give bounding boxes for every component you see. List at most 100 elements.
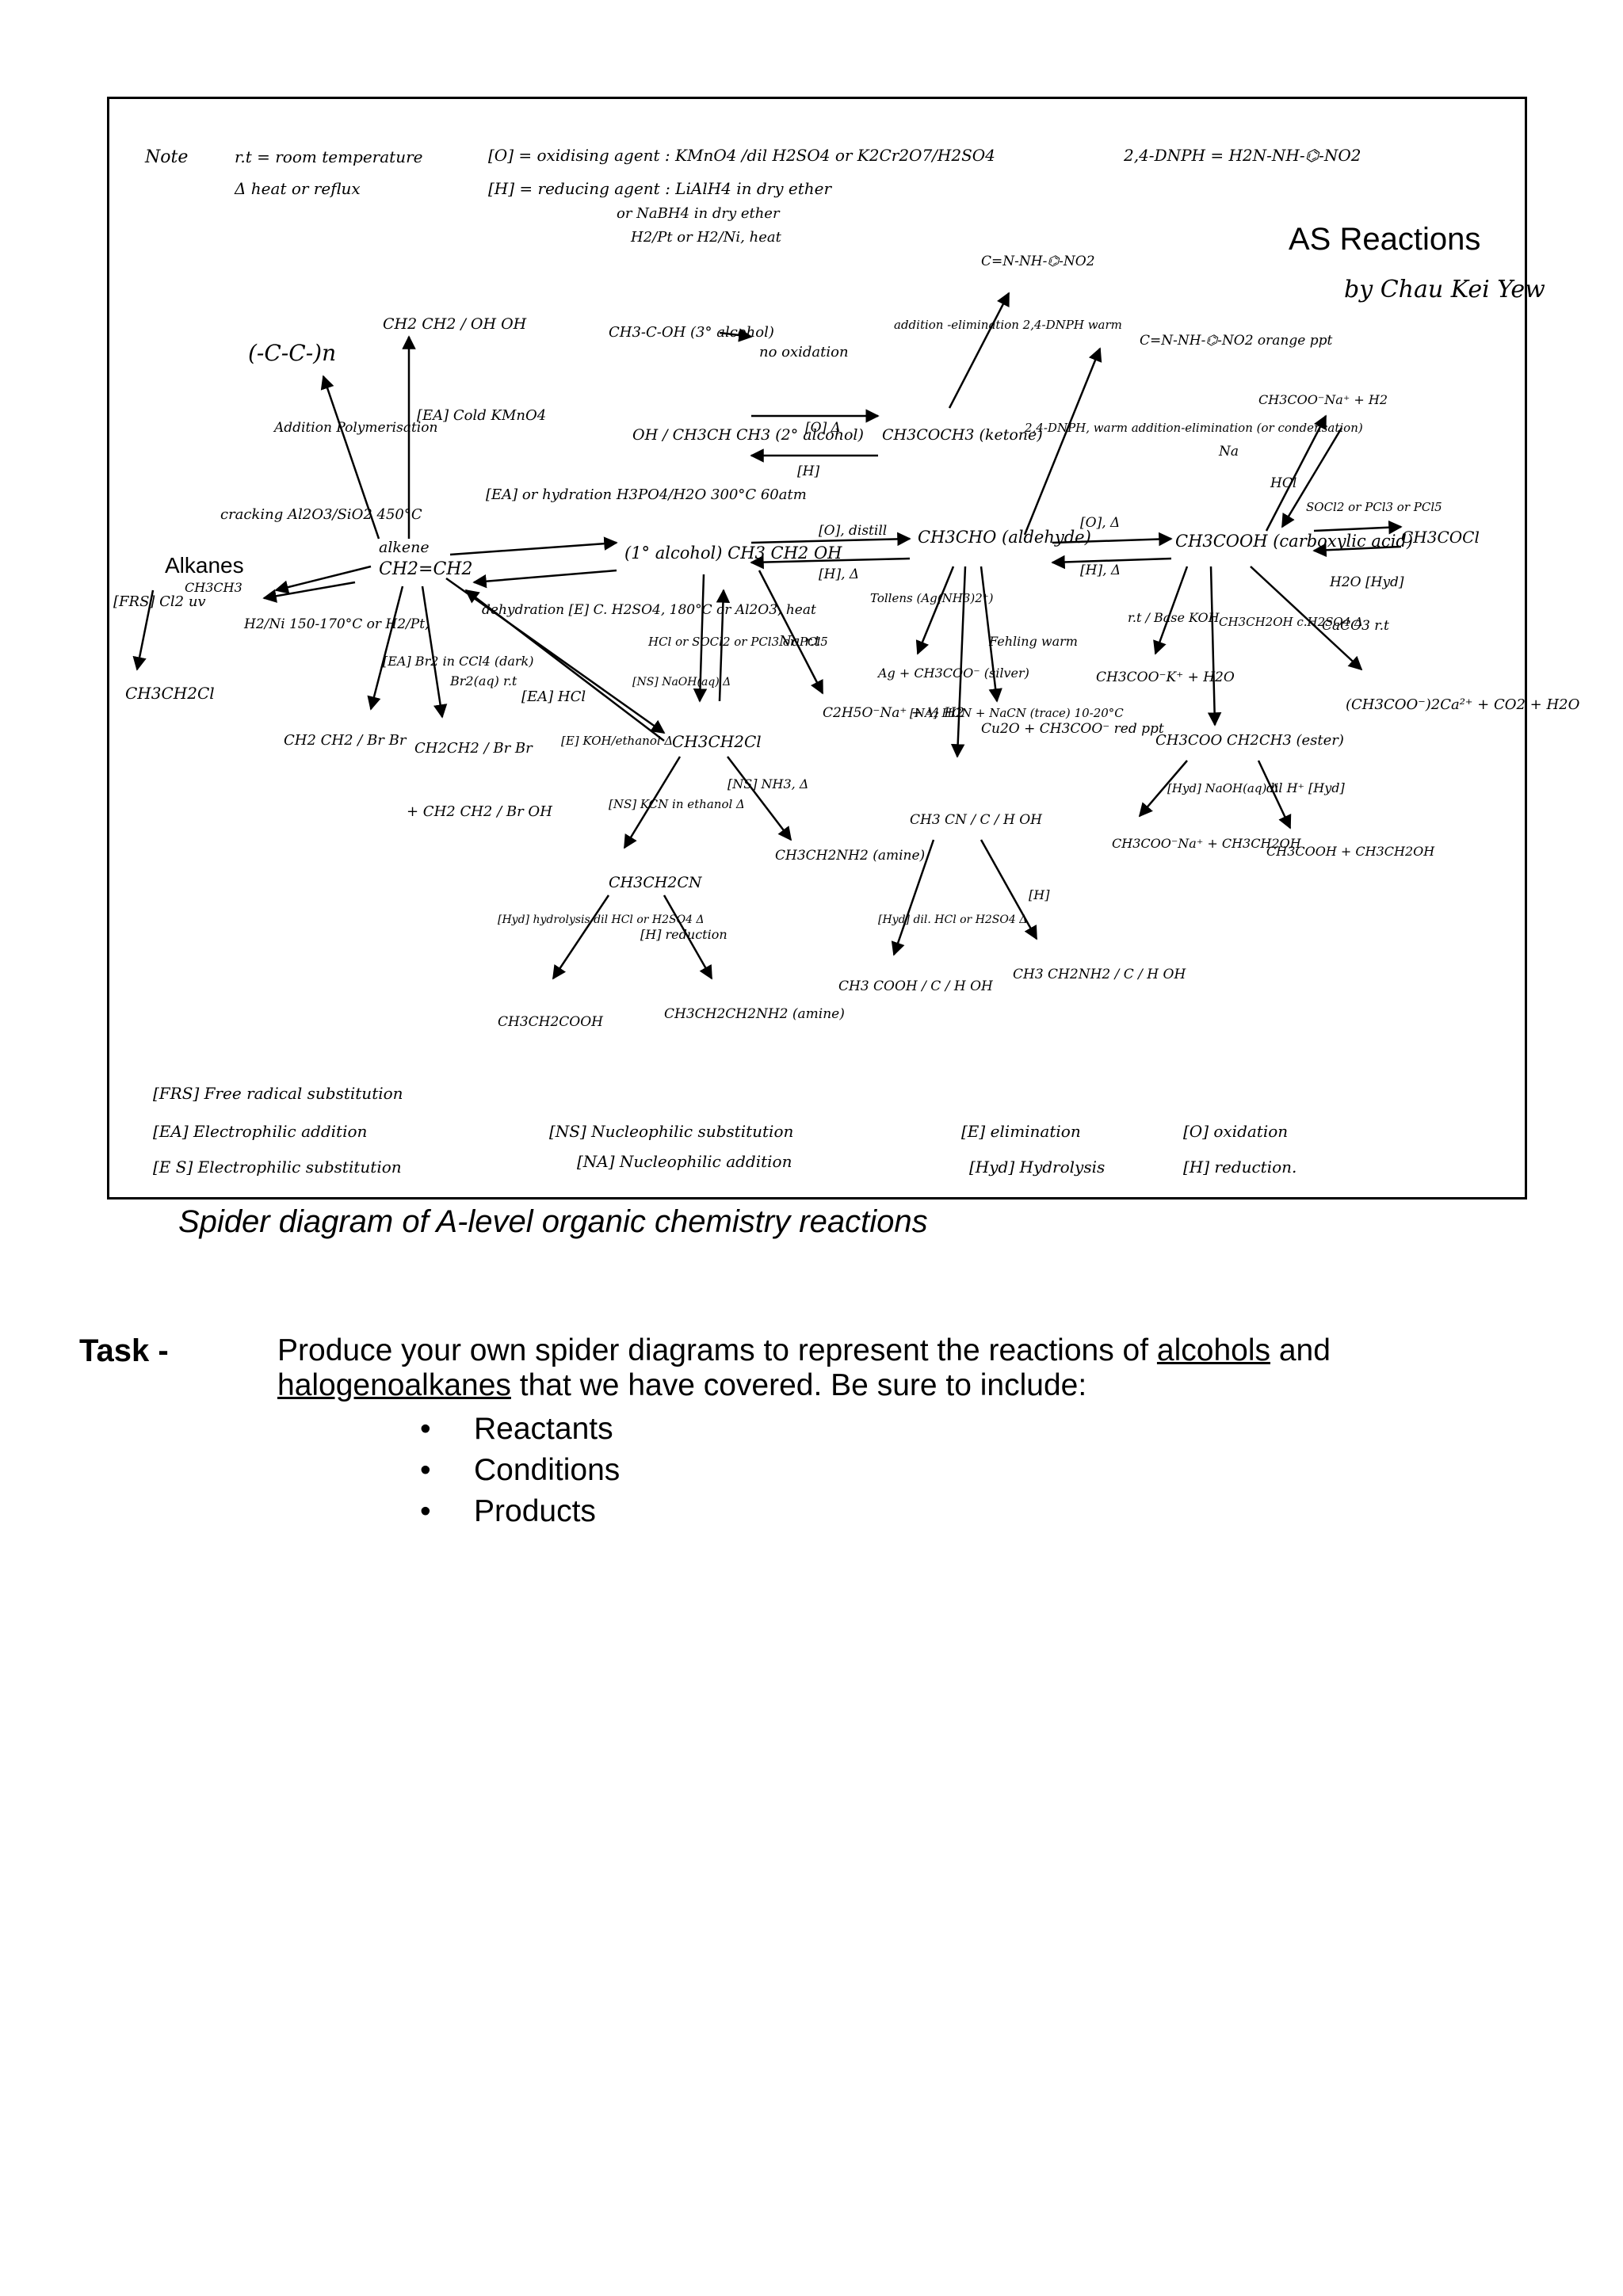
key-frs: [FRS] Free radical substitution bbox=[153, 1084, 403, 1103]
key-e: [E] elimination bbox=[961, 1122, 1081, 1141]
cond-frs-cl2: [FRS] Cl2 uv bbox=[113, 593, 206, 610]
task-alcohols: alcohols bbox=[1156, 1333, 1271, 1367]
node-alkene: alkene bbox=[379, 539, 430, 556]
node-dnph-product-2: C=N-NH-⌬-NO2 orange ppt bbox=[1140, 333, 1332, 349]
key-es: [E S] Electrophilic substitution bbox=[153, 1158, 402, 1177]
reaction-arrows bbox=[132, 292, 1403, 980]
cond-na-rt: Na r.t bbox=[778, 633, 821, 650]
task-label: Task - bbox=[79, 1333, 169, 1368]
task-text-before: Produce your own spider diagrams to repr… bbox=[277, 1333, 1157, 1367]
cond-hcl-back: HCl bbox=[1270, 475, 1296, 491]
node-ethane: CH3CH3 bbox=[185, 580, 242, 595]
node-bromohydrin: + CH2 CH2 / Br OH bbox=[407, 803, 552, 820]
cond-ox-sec: [O] Δ bbox=[805, 420, 841, 436]
diagram-author: by Chau Kei Yew bbox=[1344, 276, 1545, 303]
key-h: [H] reduction. bbox=[1183, 1158, 1296, 1177]
node-amine-2: CH3CH2CH2NH2 (amine) bbox=[664, 1006, 845, 1022]
cond-fehlings: Fehling warm bbox=[988, 634, 1078, 649]
node-tert-alcohol: CH3-C-OH (3° alcohol) bbox=[609, 324, 774, 341]
cond-ester-acid: dil H⁺ [Hyd] bbox=[1266, 780, 1346, 795]
node-alkanes: Alkanes bbox=[165, 553, 244, 578]
node-potassium-salt: CH3COO⁻K⁺ + H2O bbox=[1096, 669, 1235, 685]
diagram-title: AS Reactions bbox=[1289, 222, 1480, 257]
cond-br2: [EA] Br2 in CCl4 (dark) bbox=[383, 654, 533, 669]
cond-hcl-socl2: HCl or SOCl2 or PCl3 or PCl5 bbox=[647, 635, 828, 649]
key-ns: [NS] Nucleophilic substitution bbox=[549, 1122, 793, 1141]
diagram-canvas: Note r.t = room temperature Δ heat or re… bbox=[113, 146, 1580, 1177]
node-ester-hydrolysis-2: CH3COOH + CH3CH2OH bbox=[1266, 844, 1435, 859]
cond-hyd-water: H2O [Hyd] bbox=[1329, 574, 1404, 590]
cond-koh-ethanol: [E] KOH/ethanol Δ bbox=[561, 734, 673, 748]
cond-addition-polymerisation: Addition Polymerisation bbox=[273, 420, 437, 436]
cond-hcl-add: [EA] HCl bbox=[521, 688, 586, 705]
bullet-reactants: Reactants bbox=[420, 1409, 620, 1450]
note-label: Note bbox=[144, 147, 188, 167]
task-text-and: and bbox=[1270, 1333, 1331, 1367]
cond-hn-reduction: [H] bbox=[1029, 887, 1050, 902]
cond-add-elim-2: 2,4-DNPH, warm addition-elimination (or … bbox=[1024, 421, 1363, 435]
task-bullet-list: Reactants Conditions Products bbox=[420, 1409, 620, 1532]
cond-hydration: [EA] or hydration H3PO4/H2O 300°C 60atm bbox=[486, 486, 807, 503]
cond-na-acid: Na bbox=[1218, 444, 1239, 460]
cond-esterification: CH3CH2OH c.H2SO4 Δ bbox=[1219, 615, 1363, 629]
task-text-after: that we have covered. Be sure to include… bbox=[510, 1368, 1087, 1402]
cond-cracking: cracking Al2O3/SiO2 450°C bbox=[220, 506, 422, 523]
cond-kcn: [NS] KCN in ethanol Δ bbox=[609, 797, 745, 811]
cond-tollens: Tollens (Ag(NH3)2⁺) bbox=[870, 591, 994, 605]
spider-diagram: Note r.t = room temperature Δ heat or re… bbox=[107, 97, 1580, 1199]
node-hydroxynitrile: CH3 CN / C / H OH bbox=[910, 812, 1043, 828]
cond-ox-distil: [O], distill bbox=[819, 523, 887, 539]
key-o: [O] oxidation bbox=[1183, 1122, 1288, 1141]
node-chloroethane-top: CH3CH2Cl bbox=[125, 684, 215, 703]
node-ester: CH3COO CH2CH3 (ester) bbox=[1155, 732, 1344, 749]
cond-dehydration: dehydration [E] C. H2SO4, 180°C or Al2O3… bbox=[482, 602, 816, 618]
note-oxidising: [O] = oxidising agent : KMnO4 /dil H2SO4… bbox=[488, 146, 995, 165]
cond-add-elim-1: addition -elimination 2,4-DNPH warm bbox=[894, 318, 1122, 332]
key-ea: [EA] Electrophilic addition bbox=[153, 1122, 367, 1141]
node-propanoic: CH3CH2COOH bbox=[498, 1014, 604, 1030]
node-dibromo-2: CH2CH2 / Br Br bbox=[414, 740, 533, 757]
note-heat: Δ heat or reflux bbox=[234, 179, 361, 198]
node-diol: CH2 CH2 / OH OH bbox=[383, 315, 527, 333]
node-copper: Cu2O + CH3COO⁻ red ppt bbox=[981, 721, 1164, 737]
node-amine-1: CH3CH2NH2 (amine) bbox=[775, 848, 925, 864]
cond-socl2: SOCl2 or PCl3 or PCl5 bbox=[1306, 500, 1442, 514]
node-nitrile: CH3CH2CN bbox=[609, 874, 703, 891]
bullet-conditions: Conditions bbox=[420, 1450, 620, 1491]
task-halogenoalkanes: halogenoalkanes bbox=[277, 1368, 511, 1402]
node-ethoxide: C2H5O⁻Na⁺ + ½ H2 bbox=[823, 705, 964, 721]
cond-hn-hydrolysis: [Hyd] dil. HCl or H2SO4 Δ bbox=[878, 913, 1027, 926]
cond-ester-naoh: [Hyd] NaOH(aq) Δ bbox=[1167, 781, 1279, 795]
node-calcium-salt: (CH3COO⁻)2Ca²⁺ + CO2 + H2O bbox=[1346, 696, 1580, 713]
node-sodium-salt: CH3COO⁻Na⁺ + H2 bbox=[1258, 392, 1388, 407]
node-amino-alcohol: CH3 CH2NH2 / C / H OH bbox=[1013, 967, 1186, 982]
note-reducing-3: H2/Pt or H2/Ni, heat bbox=[630, 229, 782, 246]
node-prim-alcohol: (1° alcohol) CH3 CH2 OH bbox=[624, 543, 842, 563]
bullet-products: Products bbox=[420, 1491, 620, 1532]
node-dnph-product-1: C=N-NH-⌬-NO2 bbox=[981, 254, 1095, 269]
task-instructions: Produce your own spider diagrams to repr… bbox=[277, 1333, 1514, 1403]
cond-nh3: [NS] NH3, Δ bbox=[727, 776, 808, 791]
cond-br2aq: Br2(aq) r.t bbox=[449, 673, 517, 688]
node-no-oxidation: no oxidation bbox=[759, 344, 849, 360]
cond-ea-kmno4: [EA] Cold KMnO4 bbox=[417, 407, 546, 424]
diagram-caption: Spider diagram of A-level organic chemis… bbox=[178, 1204, 928, 1239]
node-sec-alcohol: OH / CH3CH CH3 (2° alcohol) bbox=[632, 426, 864, 444]
node-ester-hydrolysis-1: CH3COO⁻Na⁺ + CH3CH2OH bbox=[1112, 836, 1302, 851]
key-na: [NA] Nucleophilic addition bbox=[577, 1152, 792, 1171]
cond-red-acid: [H], Δ bbox=[1080, 563, 1121, 578]
key-hyd: [Hyd] Hydrolysis bbox=[969, 1158, 1105, 1177]
node-acyl-chloride: CH3COCl bbox=[1401, 528, 1480, 547]
node-polymer: (-C-C-)n bbox=[248, 340, 336, 366]
node-dibromo: CH2 CH2 / Br Br bbox=[284, 732, 407, 749]
cond-nitrile-hydrolysis: [Hyd] hydrolysis dil HCl or H2SO4 Δ bbox=[498, 913, 705, 926]
node-ethene: CH2=CH2 bbox=[379, 559, 472, 579]
cond-nitrile-reduction: [H] reduction bbox=[640, 927, 727, 942]
note-reducing-2: or NaBH4 in dry ether bbox=[617, 205, 781, 222]
note-rt: r.t = room temperature bbox=[235, 147, 422, 166]
note-dnph: 2,4-DNPH = H2N-NH-⌬-NO2 bbox=[1123, 146, 1361, 165]
cond-caco3: CaCO3 r.t bbox=[1322, 618, 1389, 634]
node-ketone: CH3COCH3 (ketone) bbox=[882, 426, 1043, 444]
node-hydroxyacid: CH3 COOH / C / H OH bbox=[838, 978, 994, 994]
cond-red-ketone: [H] bbox=[797, 463, 819, 479]
